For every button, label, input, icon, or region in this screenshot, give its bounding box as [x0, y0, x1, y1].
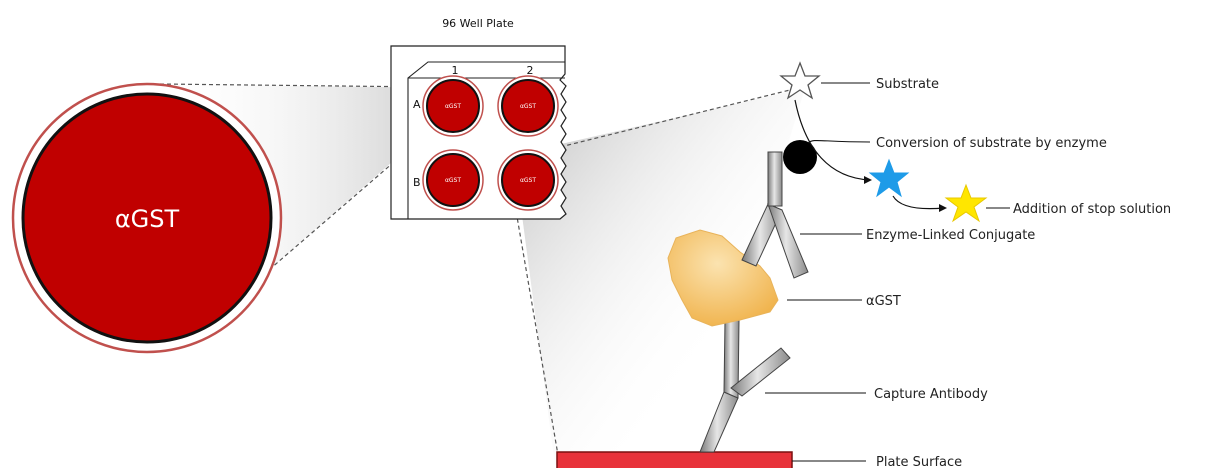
plate-surface [556, 451, 793, 468]
label-substrate: Substrate [876, 77, 939, 92]
plate-title: 96 Well Plate [442, 17, 514, 30]
enzyme-dot [783, 140, 817, 174]
plate-column-1: 1 [452, 64, 459, 77]
label-conjugate: Enzyme-Linked Conjugate [866, 228, 1035, 243]
enzyme-linked-conjugate [741, 151, 809, 279]
well-a2-label: αGST [520, 103, 536, 110]
plate-row-b: B [413, 176, 421, 189]
substrate-star [779, 61, 821, 100]
substrate-arrow [794, 99, 871, 181]
stop-solution-star [944, 183, 988, 223]
zoom-line-bottom [247, 117, 446, 289]
zoom-cone-right [520, 88, 805, 465]
plate-row-a: A [413, 98, 421, 111]
label-stop: Addition of stop solution [1013, 202, 1171, 217]
well-a1: αGST [422, 75, 484, 137]
well-a2: αGST [497, 75, 559, 137]
leader-conversion [807, 139, 871, 144]
zoom-line-right-bottom [514, 204, 559, 456]
agst-antigen [667, 229, 779, 327]
zoomed-well: αGST [11, 82, 283, 354]
stop-arrowhead [939, 204, 947, 212]
label-agst: αGST [866, 294, 901, 309]
converted-substrate-star [868, 158, 910, 198]
plate-column-2: 2 [527, 64, 534, 77]
label-capture: Capture Antibody [874, 387, 988, 402]
label-conversion: Conversion of substrate by enzyme [876, 136, 1107, 151]
label-plate-surface: Plate Surface [876, 455, 962, 468]
zoom-line-right-top [539, 87, 799, 153]
zoomed-well-label: αGST [115, 205, 180, 233]
well-b1: αGST [422, 149, 484, 211]
well-b2-label: αGST [520, 177, 536, 184]
substrate-arrowhead [864, 176, 872, 184]
well-a1-label: αGST [445, 103, 461, 110]
stop-arrow [892, 195, 945, 210]
capture-antibody [699, 319, 791, 453]
zoom-line-top [159, 83, 431, 88]
well-b1-label: αGST [445, 177, 461, 184]
well-b2: αGST [497, 149, 559, 211]
